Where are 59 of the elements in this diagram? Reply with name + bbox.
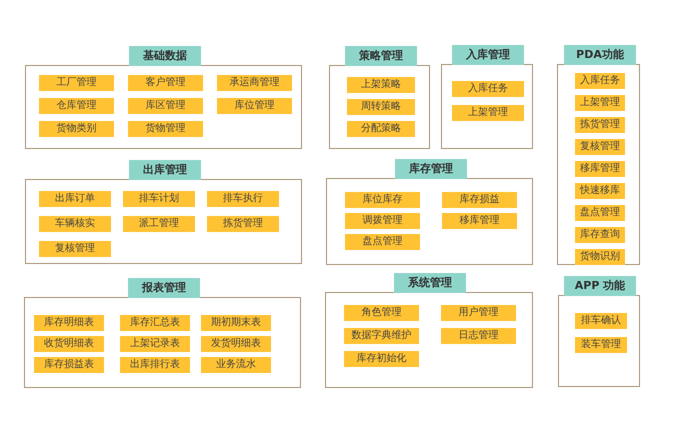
function-item: 货物类别 xyxy=(39,121,114,137)
function-item: 快速移库 xyxy=(575,183,625,199)
function-item: 上架管理 xyxy=(575,95,625,111)
function-item: 入库任务 xyxy=(452,81,524,97)
group-heading: 策略管理 xyxy=(345,46,417,66)
group-heading: 基础数据 xyxy=(129,46,201,66)
function-item: 排车确认 xyxy=(575,313,627,329)
group-heading: PDA功能 xyxy=(564,45,636,65)
function-item: 拣货管理 xyxy=(575,117,625,133)
function-item: 移库管理 xyxy=(575,161,625,177)
function-item: 库位库存 xyxy=(345,192,420,208)
function-item: 复核管理 xyxy=(39,241,111,257)
function-item: 装车管理 xyxy=(575,337,627,353)
function-item: 调拨管理 xyxy=(345,213,420,229)
group-heading: APP 功能 xyxy=(564,276,636,296)
group-heading: 入库管理 xyxy=(452,45,524,65)
function-item: 车辆核实 xyxy=(39,216,111,232)
function-item: 排车计划 xyxy=(123,191,195,207)
function-item: 仓库管理 xyxy=(39,98,114,114)
group-heading: 出库管理 xyxy=(129,160,201,180)
function-item: 期初期末表 xyxy=(201,315,271,331)
function-item: 拣货管理 xyxy=(207,216,279,232)
function-item: 上架记录表 xyxy=(120,336,190,352)
function-item: 入库任务 xyxy=(575,73,625,89)
function-item: 库存初始化 xyxy=(344,351,419,367)
function-item: 客户管理 xyxy=(128,75,203,91)
function-item: 货物管理 xyxy=(128,121,203,137)
function-item: 库存明细表 xyxy=(34,315,104,331)
group-heading: 报表管理 xyxy=(128,278,200,298)
function-item: 货物识别 xyxy=(575,249,625,265)
function-item: 用户管理 xyxy=(441,305,516,321)
function-item: 库区管理 xyxy=(128,98,203,114)
function-item: 库位管理 xyxy=(217,98,292,114)
function-item: 出库订单 xyxy=(39,191,111,207)
function-item: 出库排行表 xyxy=(120,357,190,373)
function-item: 盘点管理 xyxy=(345,234,420,250)
function-item: 移库管理 xyxy=(442,213,517,229)
function-item: 库存损益 xyxy=(442,192,517,208)
function-item: 工厂管理 xyxy=(39,75,114,91)
function-item: 业务流水 xyxy=(201,357,271,373)
function-item: 日志管理 xyxy=(441,328,516,344)
function-item: 角色管理 xyxy=(344,305,419,321)
function-item: 库存查询 xyxy=(575,227,625,243)
function-item: 库存损益表 xyxy=(34,357,104,373)
function-item: 上架管理 xyxy=(452,105,524,121)
function-item: 发货明细表 xyxy=(201,336,271,352)
function-item: 数据字典维护 xyxy=(344,328,419,344)
function-item: 周转策略 xyxy=(347,99,415,115)
function-item: 上架策略 xyxy=(347,77,415,93)
function-item: 承运商管理 xyxy=(217,75,292,91)
function-item: 分配策略 xyxy=(347,121,415,137)
function-item: 盘点管理 xyxy=(575,205,625,221)
function-item: 派工管理 xyxy=(123,216,195,232)
function-item: 收货明细表 xyxy=(34,336,104,352)
group-heading: 系统管理 xyxy=(394,273,466,293)
function-item: 排车执行 xyxy=(207,191,279,207)
group-heading: 库存管理 xyxy=(395,159,467,179)
function-item: 复核管理 xyxy=(575,139,625,155)
function-item: 库存汇总表 xyxy=(120,315,190,331)
